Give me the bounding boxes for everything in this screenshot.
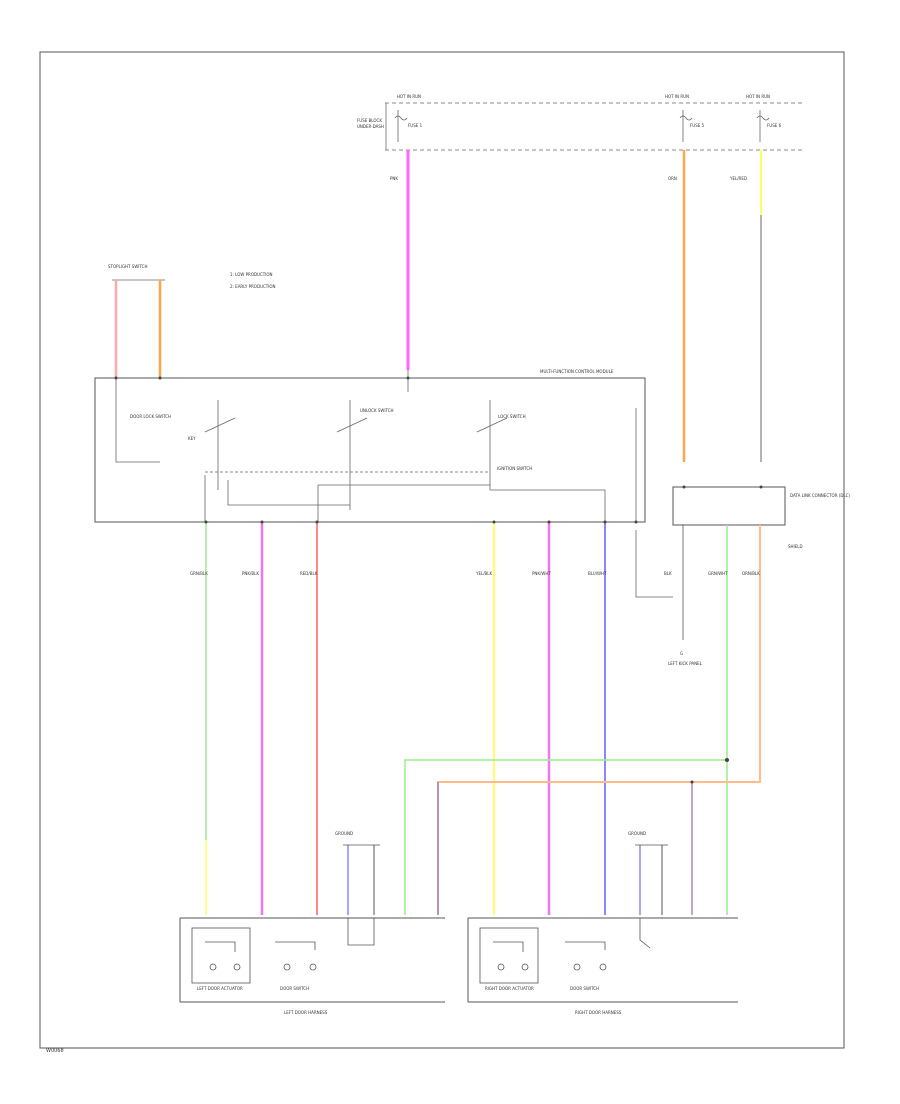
shield-label: SHIELD — [788, 544, 803, 549]
fuse-1: FUSE 1 — [394, 110, 423, 142]
hot-in-run-3: HOT IN RUN — [746, 94, 770, 99]
svg-text:DOOR SWITCH: DOOR SWITCH — [570, 986, 599, 991]
multi-function-module — [94, 377, 646, 523]
fuse-block-label: FUSE BLOCK — [357, 118, 382, 123]
wire-code-pnk-wht: PNK/WHT — [532, 571, 551, 576]
wire-code-grn-wht: GRN/WHT — [708, 571, 728, 576]
page-frame — [39, 51, 845, 1049]
wire-code-orn-blk: ORN/BLK — [742, 571, 760, 576]
wire-code-pnk-blk: PNK/BLK — [242, 571, 259, 576]
left-door-harness: LEFT DOOR ACTUATOR DOOR SWITCH LEFT DOOR… — [179, 917, 445, 1015]
wire-code-grn-blk: GRN/BLK — [190, 571, 208, 576]
wire-code-red-blk: RED/BLK — [300, 571, 318, 576]
module-internals — [115, 370, 673, 598]
left-ground-top: GROUND — [335, 831, 380, 915]
hot-in-run-2: HOT IN RUN — [665, 94, 689, 99]
fuse-5: FUSE 5 — [679, 110, 705, 142]
right-ground-top: GROUND — [628, 831, 668, 915]
svg-text:RIGHT DOOR ACTUATOR: RIGHT DOOR ACTUATOR — [485, 986, 534, 991]
wire-code-yel: YEL/RED — [729, 176, 747, 181]
ignition-switch-label: IGNITION SWITCH — [497, 466, 532, 471]
wire-code-blk: BLK — [664, 571, 672, 576]
left-actuator-box — [191, 927, 251, 984]
note-1: 1: LOW PRODUCTION — [230, 272, 273, 277]
svg-text:GROUND: GROUND — [628, 831, 646, 836]
wire-code-blu-wht: BLU/WHT — [588, 571, 607, 576]
ground-label: G — [680, 651, 683, 656]
svg-text:STOPLIGHT SWITCH: STOPLIGHT SWITCH — [108, 264, 147, 269]
wire-grn-cross — [404, 759, 727, 915]
svg-text:RIGHT DOOR HARNESS: RIGHT DOOR HARNESS — [575, 1010, 622, 1015]
svg-text:FUSE 5: FUSE 5 — [690, 123, 705, 128]
unlock-switch-label: UNLOCK SWITCH — [360, 408, 394, 413]
lock-switch-label: LOCK SWITCH — [498, 414, 526, 419]
note-2: 2: EARLY PRODUCTION — [230, 284, 276, 289]
svg-text:FUSE 6: FUSE 6 — [767, 123, 782, 128]
svg-text:LEFT DOOR HARNESS: LEFT DOOR HARNESS — [284, 1010, 328, 1015]
hot-in-run-1: HOT IN RUN — [397, 94, 421, 99]
wire-code-yel-blk: YEL/BLK — [475, 571, 493, 576]
svg-text:DOOR SWITCH: DOOR SWITCH — [280, 986, 309, 991]
wire-orn-blk — [437, 525, 761, 915]
svg-text:GROUND: GROUND — [335, 831, 353, 836]
door-lock-switch-label: DOOR LOCK SWITCH — [130, 414, 171, 419]
svg-text:FUSE 1: FUSE 1 — [408, 123, 423, 128]
under-dash-label: UNDER-DASH — [357, 124, 384, 129]
page-code: W0068 — [46, 1048, 64, 1054]
dlc-unit — [672, 486, 786, 526]
stoplight-switch: STOPLIGHT SWITCH — [108, 264, 165, 378]
wire-code-pnk: PNK — [390, 176, 398, 181]
module-label: MULTI-FUNCTION CONTROL MODULE — [540, 369, 614, 374]
fuse-6: FUSE 6 — [756, 110, 782, 142]
connection-dots — [114, 376, 763, 784]
right-door-harness: RIGHT DOOR ACTUATOR DOOR SWITCH RIGHT DO… — [467, 917, 738, 1015]
wire-code-orn: ORN — [668, 176, 677, 181]
svg-text:LEFT DOOR ACTUATOR: LEFT DOOR ACTUATOR — [197, 986, 243, 991]
ground-note: LEFT KICK PANEL — [668, 661, 703, 666]
key-label: KEY — [188, 436, 196, 441]
right-actuator-box — [479, 927, 539, 984]
dlc-label: DATA LINK CONNECTOR (DLC) — [790, 493, 850, 498]
